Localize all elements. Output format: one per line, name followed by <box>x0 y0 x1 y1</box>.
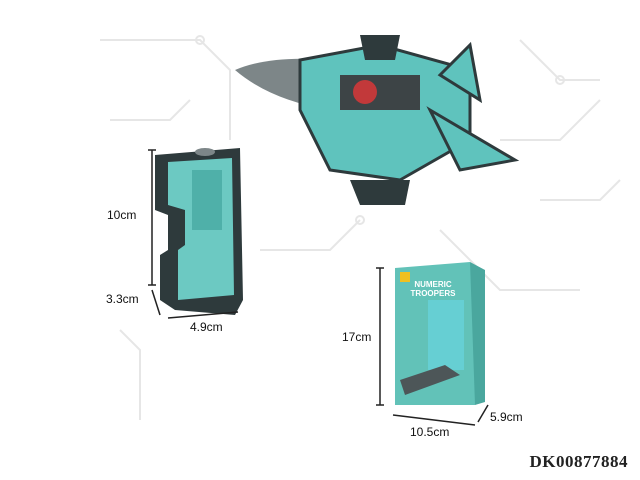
folded-robot <box>155 148 243 315</box>
box-title-line2: TROOPERS <box>411 289 457 298</box>
jet-toy <box>235 35 520 205</box>
robot-height-label: 10cm <box>107 208 137 222</box>
robot-width-label: 4.9cm <box>190 320 223 334</box>
box-title-line1: NUMERIC <box>414 280 452 289</box>
circuit-background <box>100 35 621 420</box>
box-height-label: 17cm <box>342 330 372 344</box>
product-box: NUMERIC TROOPERS <box>395 262 485 405</box>
product-code: DK00877884 <box>529 452 628 471</box>
dimension-lines <box>148 149 489 426</box>
box-width-label: 10.5cm <box>410 425 450 439</box>
robot-depth-label: 3.3cm <box>106 292 139 306</box>
box-depth-label: 5.9cm <box>490 410 523 424</box>
